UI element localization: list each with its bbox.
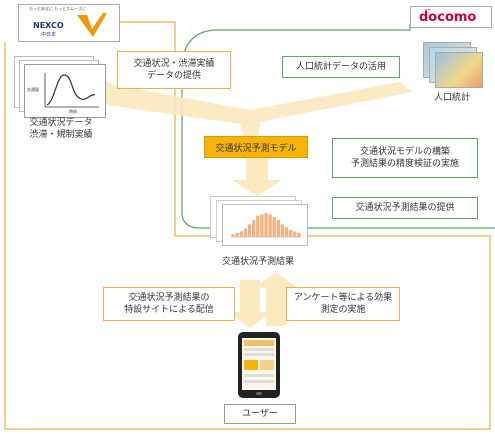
result-bar [289, 229, 293, 237]
result-bar [251, 220, 256, 237]
smartphone-icon [238, 332, 280, 398]
nexco-tagline: もっと安全に もっとスムーズに [29, 6, 87, 11]
result-bar [280, 224, 285, 237]
nexco-logo: もっと安全に もっとスムーズに NEXCO 中日本 [18, 4, 120, 42]
docomo-name: docomo [419, 10, 477, 25]
result-bar [297, 232, 301, 237]
traffic-curve-chart [44, 73, 99, 108]
result-bar [235, 232, 239, 237]
result-bar [239, 231, 243, 237]
result-bar [260, 214, 264, 237]
provide-traffic-box: 交通状況・渋滞実績 データの提供 [117, 51, 231, 89]
result-bar [272, 217, 276, 237]
result-bar [231, 234, 235, 237]
population-use-box: 人口統計データの活用 [282, 56, 400, 78]
result-bar [256, 215, 260, 237]
chart-xlabel: 時刻 [69, 109, 77, 114]
build-model-box: 交通状況モデルの構築 予測結果の精度検証の実施 [332, 138, 478, 178]
deliver-box: 交通状況予測結果の 特設サイトによる配信 [103, 287, 235, 321]
traffic-data-stack: 交通量 時刻 [14, 56, 106, 118]
chart-ylabel: 交通量 [27, 87, 39, 92]
prediction-model-box: 交通状況予測モデル [204, 136, 308, 158]
docomo-logo: NTT docomo [410, 6, 492, 28]
nexco-v-mark [77, 13, 107, 37]
result-bar [276, 220, 281, 237]
result-bar [243, 228, 248, 237]
result-bar [268, 214, 272, 237]
traffic-data-caption: 交通状況データ 渋滞・規制実績 [29, 118, 93, 140]
population-caption: 人口統計 [433, 93, 470, 103]
user-box: ユーザー [224, 404, 296, 424]
survey-box: アンケート等による効果 測定の実施 [286, 287, 400, 321]
result-bar [247, 224, 252, 237]
result-bar [284, 227, 289, 237]
result-bar [293, 231, 297, 237]
docomo-sub: NTT [425, 8, 431, 12]
population-map-stack [423, 42, 483, 88]
nexco-name: NEXCO [33, 21, 64, 30]
result-caption: 交通状況予測結果 [221, 257, 294, 267]
result-bar [264, 213, 268, 237]
nexco-sub: 中日本 [41, 32, 57, 38]
result-bar-chart [231, 213, 301, 238]
result-chart-stack [210, 196, 310, 246]
provide-result-box: 交通状況予測結果の提供 [332, 197, 478, 219]
